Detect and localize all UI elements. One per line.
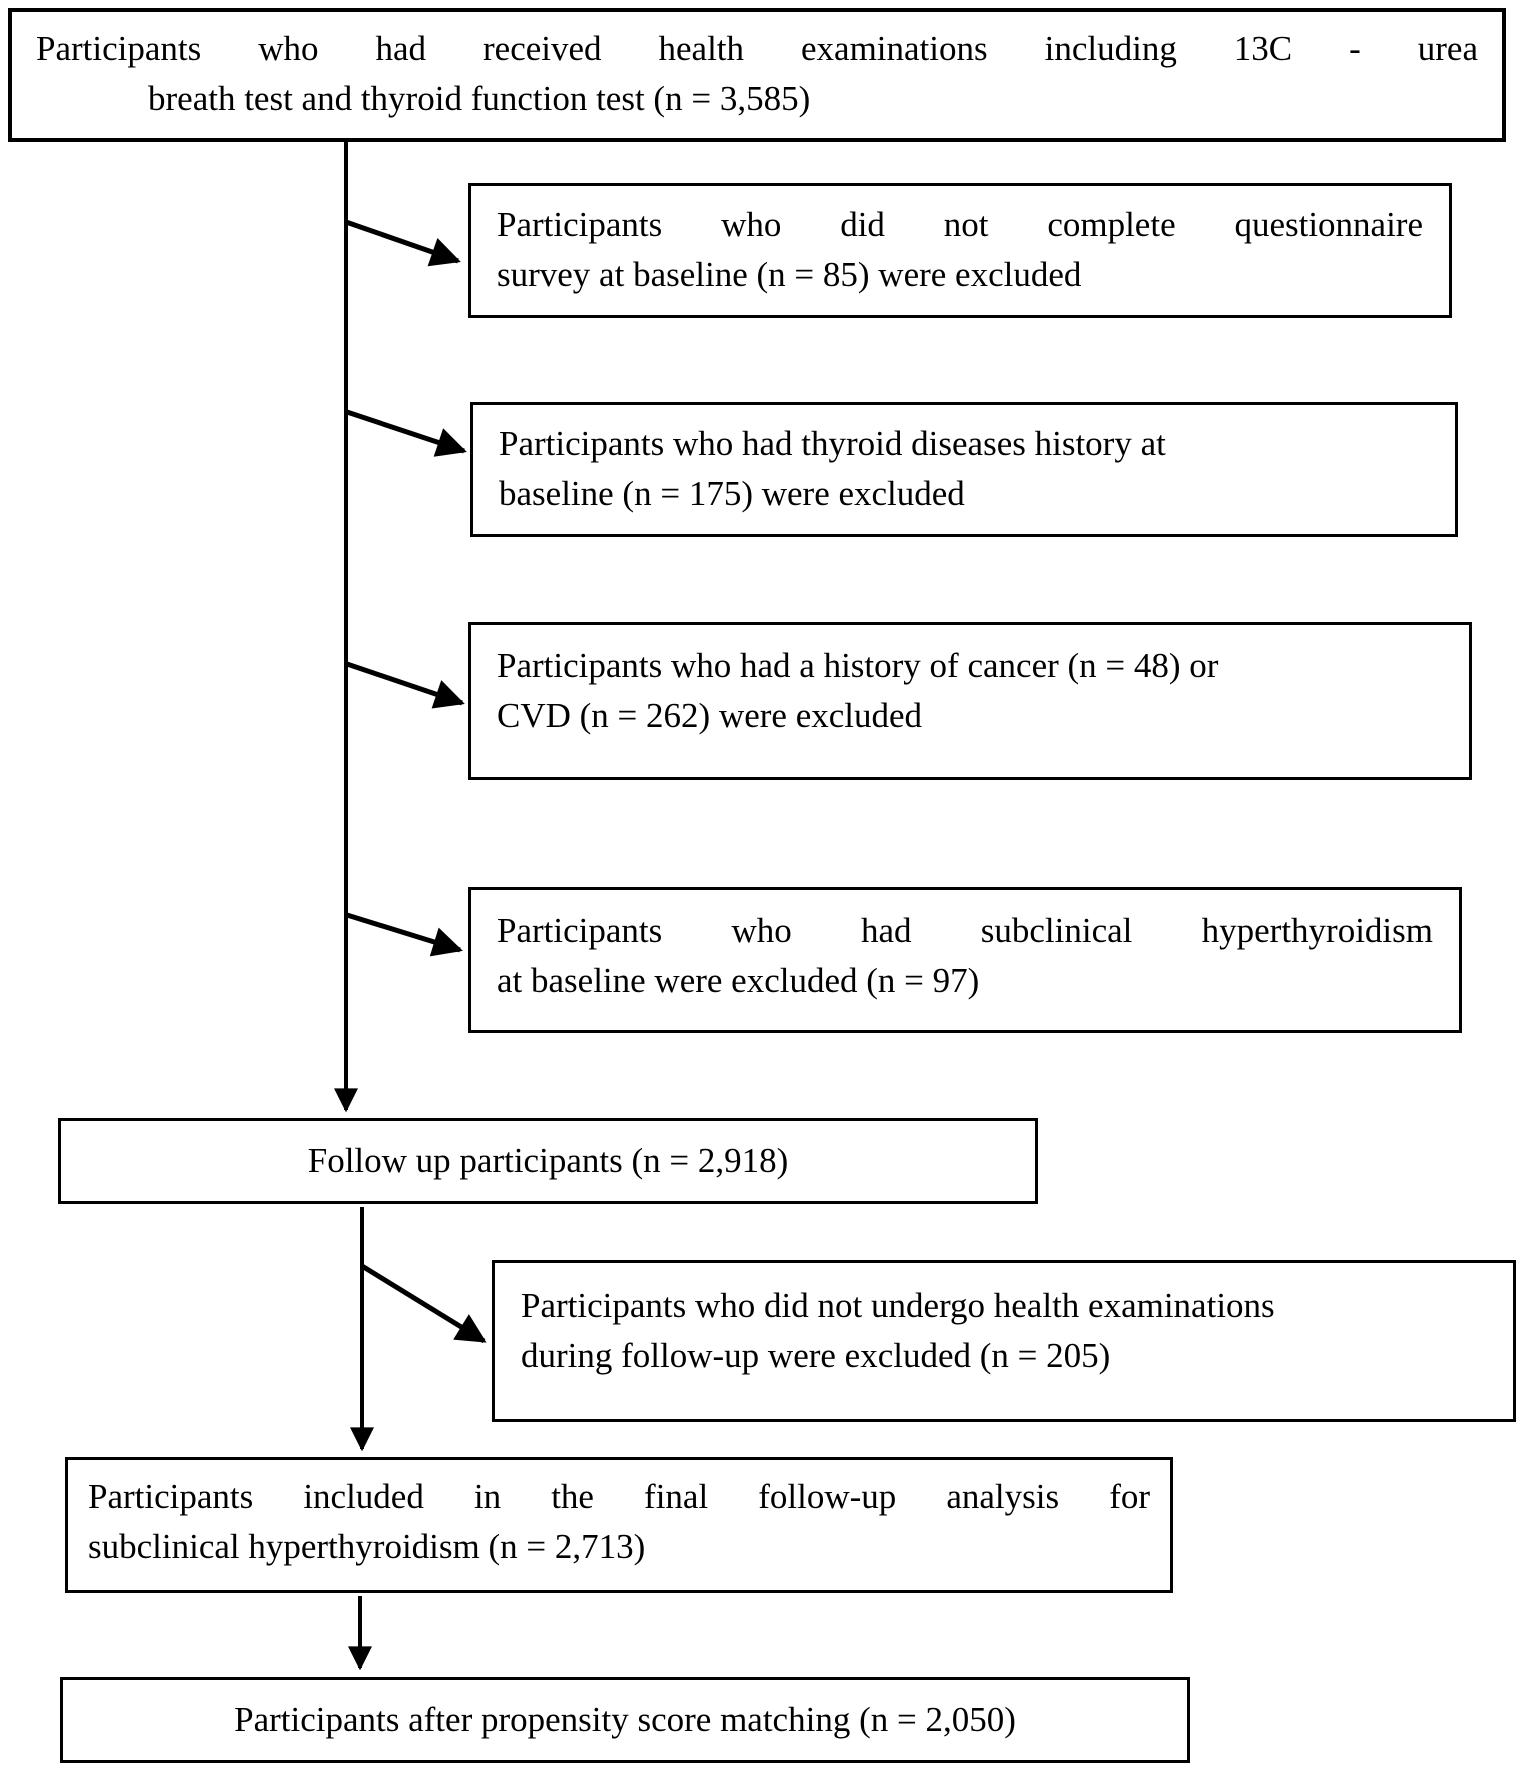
box-excluded-cancer-cvd-line2: CVD (n = 262) were excluded bbox=[497, 696, 923, 735]
box-excluded-cancer-cvd-line1: Participants who had a history of cancer… bbox=[497, 646, 1219, 685]
box-excluded-thyroid-history: Participants who had thyroid diseases hi… bbox=[470, 402, 1458, 537]
box-follow-up-text: Follow up participants (n = 2,918) bbox=[307, 1141, 789, 1180]
box-excluded-no-exam-line1: Participants who did not undergo health … bbox=[521, 1286, 1275, 1325]
arrow-to-excluded-subclinical bbox=[346, 912, 463, 957]
arrow-to-excluded-thyroid-history bbox=[346, 409, 467, 457]
arrow-to-excluded-questionnaire bbox=[345, 219, 461, 267]
box-final-analysis-line2: subclinical hyperthyroidism (n = 2,713) bbox=[88, 1527, 646, 1566]
box-excluded-questionnaire-line2: survey at baseline (n = 85) were exclude… bbox=[497, 255, 1082, 294]
box-excluded-no-followup-exam: Participants who did not undergo health … bbox=[492, 1260, 1516, 1422]
box-excluded-thyroid-history-line1: Participants who had thyroid diseases hi… bbox=[499, 424, 1166, 463]
arrow-to-excluded-cancer-cvd bbox=[346, 661, 465, 709]
box-excluded-thyroid-history-line2: baseline (n = 175) were excluded bbox=[499, 474, 965, 513]
box-final-analysis-line1: Participants included in the final follo… bbox=[88, 1477, 1150, 1516]
box-excluded-subclinical-hyperthyroidism: Participants who had subclinical hyperth… bbox=[468, 887, 1462, 1033]
box-excluded-subclinical-line2: at baseline were excluded (n = 97) bbox=[497, 961, 980, 1000]
box-excluded-no-exam-line2: during follow-up were excluded (n = 205) bbox=[521, 1336, 1111, 1375]
box-excluded-cancer-cvd: Participants who had a history of cancer… bbox=[468, 622, 1472, 780]
box-final-analysis: Participants included in the final follo… bbox=[65, 1457, 1173, 1593]
box-excluded-questionnaire: Participants who did not complete questi… bbox=[468, 183, 1452, 318]
box-excluded-questionnaire-line1: Participants who did not complete questi… bbox=[497, 205, 1423, 244]
box-follow-up-participants: Follow up participants (n = 2,918) bbox=[58, 1118, 1038, 1204]
box-initial-line1: Participants who had received health exa… bbox=[36, 29, 1478, 68]
box-propensity-matched-text: Participants after propensity score matc… bbox=[234, 1700, 1016, 1739]
box-initial-line2: breath test and thyroid function test (n… bbox=[148, 79, 811, 118]
box-excluded-subclinical-line1: Participants who had subclinical hyperth… bbox=[497, 911, 1433, 950]
arrow-to-excluded-no-exam bbox=[360, 1263, 487, 1344]
box-propensity-matched: Participants after propensity score matc… bbox=[60, 1677, 1190, 1763]
box-initial-participants: Participants who had received health exa… bbox=[8, 8, 1506, 142]
